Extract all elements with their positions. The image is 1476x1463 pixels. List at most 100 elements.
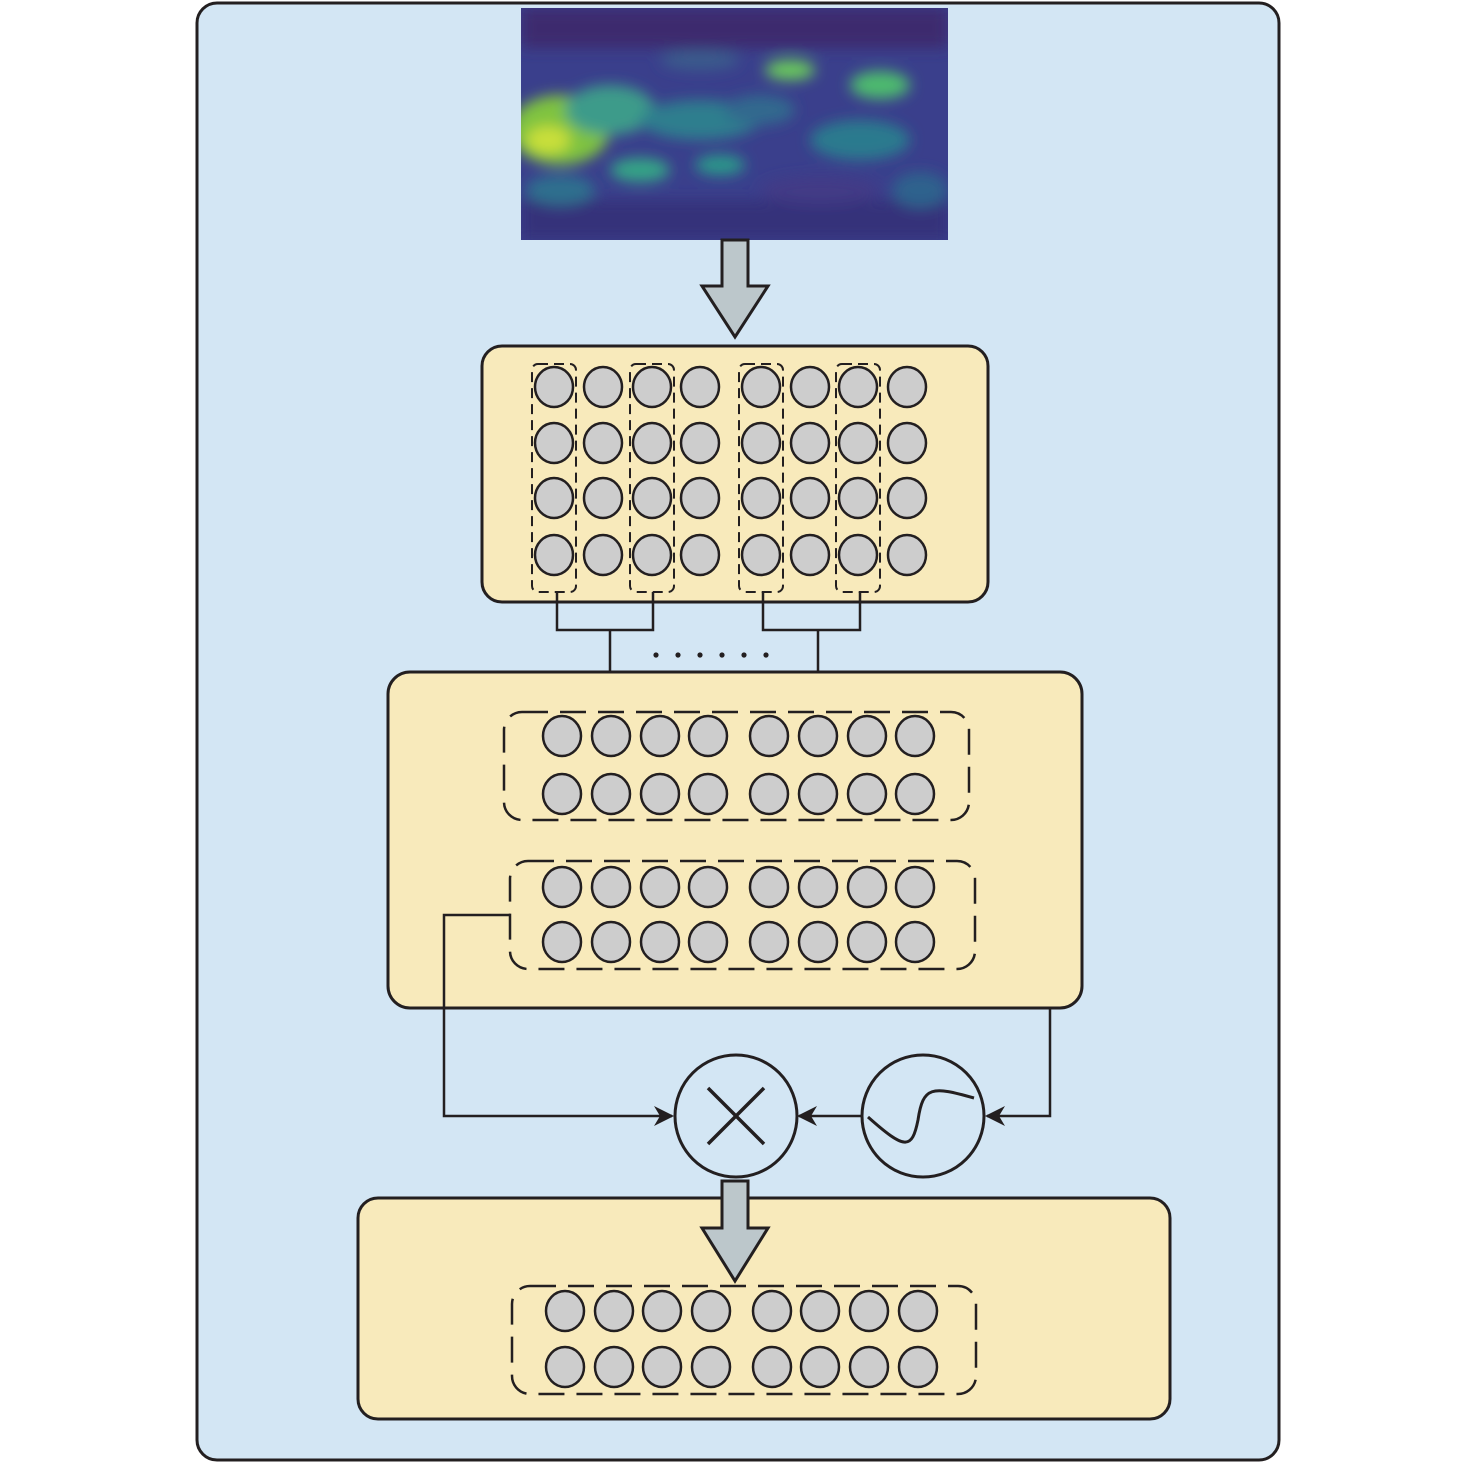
output-node (848, 1289, 890, 1333)
input-node (837, 533, 879, 577)
output-node (799, 1289, 841, 1333)
middle-bottom-node (797, 865, 839, 909)
flow-arrow-down-2 (699, 1179, 771, 1284)
input-node (886, 421, 928, 465)
sigmoid-icon (860, 1053, 986, 1179)
output-node (641, 1345, 683, 1389)
output-node (848, 1345, 890, 1389)
middle-bottom-node (748, 920, 790, 964)
input-node (886, 365, 928, 409)
middle-top-node (687, 772, 729, 816)
output-node (799, 1345, 841, 1389)
output-node (897, 1345, 939, 1389)
input-node (533, 365, 575, 409)
input-node (837, 365, 879, 409)
middle-top-node (687, 714, 729, 758)
input-node (631, 533, 673, 577)
middle-bottom-node (748, 865, 790, 909)
input-node (582, 533, 624, 577)
middle-bottom-node (639, 920, 681, 964)
middle-bottom-node (590, 920, 632, 964)
output-node (897, 1289, 939, 1333)
input-node (740, 533, 782, 577)
ellipsis-dots (653, 652, 769, 658)
input-node (582, 476, 624, 520)
middle-top-node (541, 714, 583, 758)
middle-top-node (541, 772, 583, 816)
middle-top-node (894, 772, 936, 816)
input-node (582, 421, 624, 465)
middle-bottom-node (894, 920, 936, 964)
output-node (690, 1345, 732, 1389)
output-node (751, 1345, 793, 1389)
input-node (631, 421, 673, 465)
middle-top-node (639, 772, 681, 816)
output-node (690, 1289, 732, 1333)
middle-top-node (748, 772, 790, 816)
output-node (544, 1289, 586, 1333)
input-spectrogram-image (521, 8, 948, 240)
input-node (886, 533, 928, 577)
middle-bottom-node (846, 920, 888, 964)
ellipsis-dot (719, 652, 725, 658)
ellipsis-dot (697, 652, 703, 658)
middle-top-node (639, 714, 681, 758)
middle-top-group-box (502, 710, 971, 822)
input-node (789, 421, 831, 465)
input-node (582, 365, 624, 409)
input-node (837, 476, 879, 520)
middle-bottom-node (894, 865, 936, 909)
input-node (533, 533, 575, 577)
middle-bottom-node (590, 865, 632, 909)
middle-top-node (590, 714, 632, 758)
input-node (789, 476, 831, 520)
input-node (740, 476, 782, 520)
output-node (544, 1345, 586, 1389)
input-node (886, 476, 928, 520)
input-column-group-box (738, 363, 784, 593)
middle-top-node (797, 714, 839, 758)
middle-bottom-node (687, 920, 729, 964)
input-node (679, 533, 721, 577)
input-node (789, 533, 831, 577)
input-node (837, 421, 879, 465)
input-node (679, 476, 721, 520)
middle-top-node (846, 714, 888, 758)
ellipsis-dot (653, 652, 659, 658)
ellipsis-dot (741, 652, 747, 658)
output-node (751, 1289, 793, 1333)
middle-top-node (797, 772, 839, 816)
input-node (631, 476, 673, 520)
input-node (533, 421, 575, 465)
input-node (740, 421, 782, 465)
middle-bottom-node (639, 865, 681, 909)
input-node (789, 365, 831, 409)
middle-bottom-node (797, 920, 839, 964)
input-node (679, 421, 721, 465)
input-node (740, 365, 782, 409)
input-column-group-box (835, 363, 881, 593)
middle-bottom-node (687, 865, 729, 909)
ellipsis-dot (763, 652, 769, 658)
input-node (631, 365, 673, 409)
multiply-icon (673, 1053, 799, 1179)
flow-arrow-down-1 (699, 238, 771, 340)
middle-top-node (590, 772, 632, 816)
middle-bottom-node (541, 920, 583, 964)
skip-connector (442, 913, 674, 1126)
middle-block (386, 670, 1084, 1010)
middle-top-node (846, 772, 888, 816)
middle-top-node (894, 714, 936, 758)
output-group-box (510, 1284, 978, 1396)
output-node (593, 1289, 635, 1333)
ellipsis-dot (675, 652, 681, 658)
middle-top-node (748, 714, 790, 758)
middle-bottom-node (541, 865, 583, 909)
input-column-group-box (629, 363, 675, 593)
input-column-group-box (531, 363, 577, 593)
output-node (593, 1345, 635, 1389)
input-node (533, 476, 575, 520)
gate-connector (985, 1008, 1052, 1126)
middle-bottom-node (846, 865, 888, 909)
